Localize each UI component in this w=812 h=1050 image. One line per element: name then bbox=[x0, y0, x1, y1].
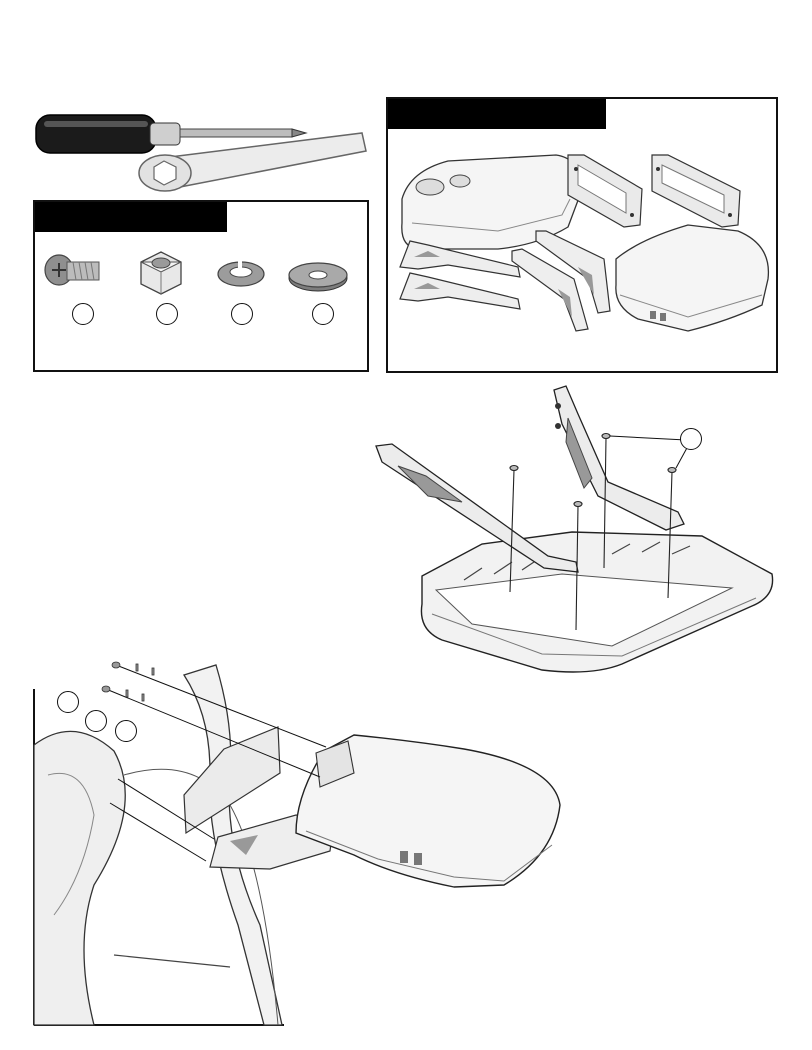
hex-nut-callout bbox=[156, 303, 178, 325]
lock-washer-step2-callout bbox=[85, 710, 107, 732]
step2-diagram bbox=[33, 655, 594, 1027]
flat-washer-step2-callout bbox=[115, 720, 137, 742]
bolt-icon bbox=[44, 254, 100, 286]
side-tray-attachment-illustration bbox=[33, 661, 561, 1026]
parts-illustration bbox=[399, 154, 770, 332]
hardware-panel-header bbox=[35, 202, 227, 232]
flat-washer-callout bbox=[312, 303, 334, 325]
tools-area bbox=[30, 95, 375, 200]
screw-callout bbox=[680, 428, 702, 450]
lower-arm-left-part bbox=[399, 272, 521, 310]
right-tray-part bbox=[615, 224, 770, 332]
parts-panel bbox=[386, 97, 778, 373]
screwdriver-icon bbox=[35, 114, 308, 154]
lock-washer-icon bbox=[217, 261, 265, 287]
step1-diagram bbox=[372, 384, 792, 684]
bolt-step2-callout bbox=[57, 691, 79, 713]
hardware-panel bbox=[33, 200, 369, 372]
rear-bracket-part bbox=[651, 154, 741, 228]
upper-arm-right-part bbox=[535, 230, 611, 314]
lower-arm-right-part bbox=[511, 248, 589, 332]
flat-washer-icon bbox=[288, 262, 348, 292]
bolt-callout bbox=[72, 303, 94, 325]
lock-washer-callout bbox=[231, 303, 253, 325]
front-bracket-part bbox=[567, 154, 643, 228]
hex-nut-icon bbox=[140, 251, 182, 295]
parts-panel-header bbox=[388, 99, 606, 129]
wrench-icon bbox=[138, 132, 367, 192]
upper-arm-left-part bbox=[399, 240, 521, 278]
tray-assembly-illustration bbox=[375, 385, 774, 673]
